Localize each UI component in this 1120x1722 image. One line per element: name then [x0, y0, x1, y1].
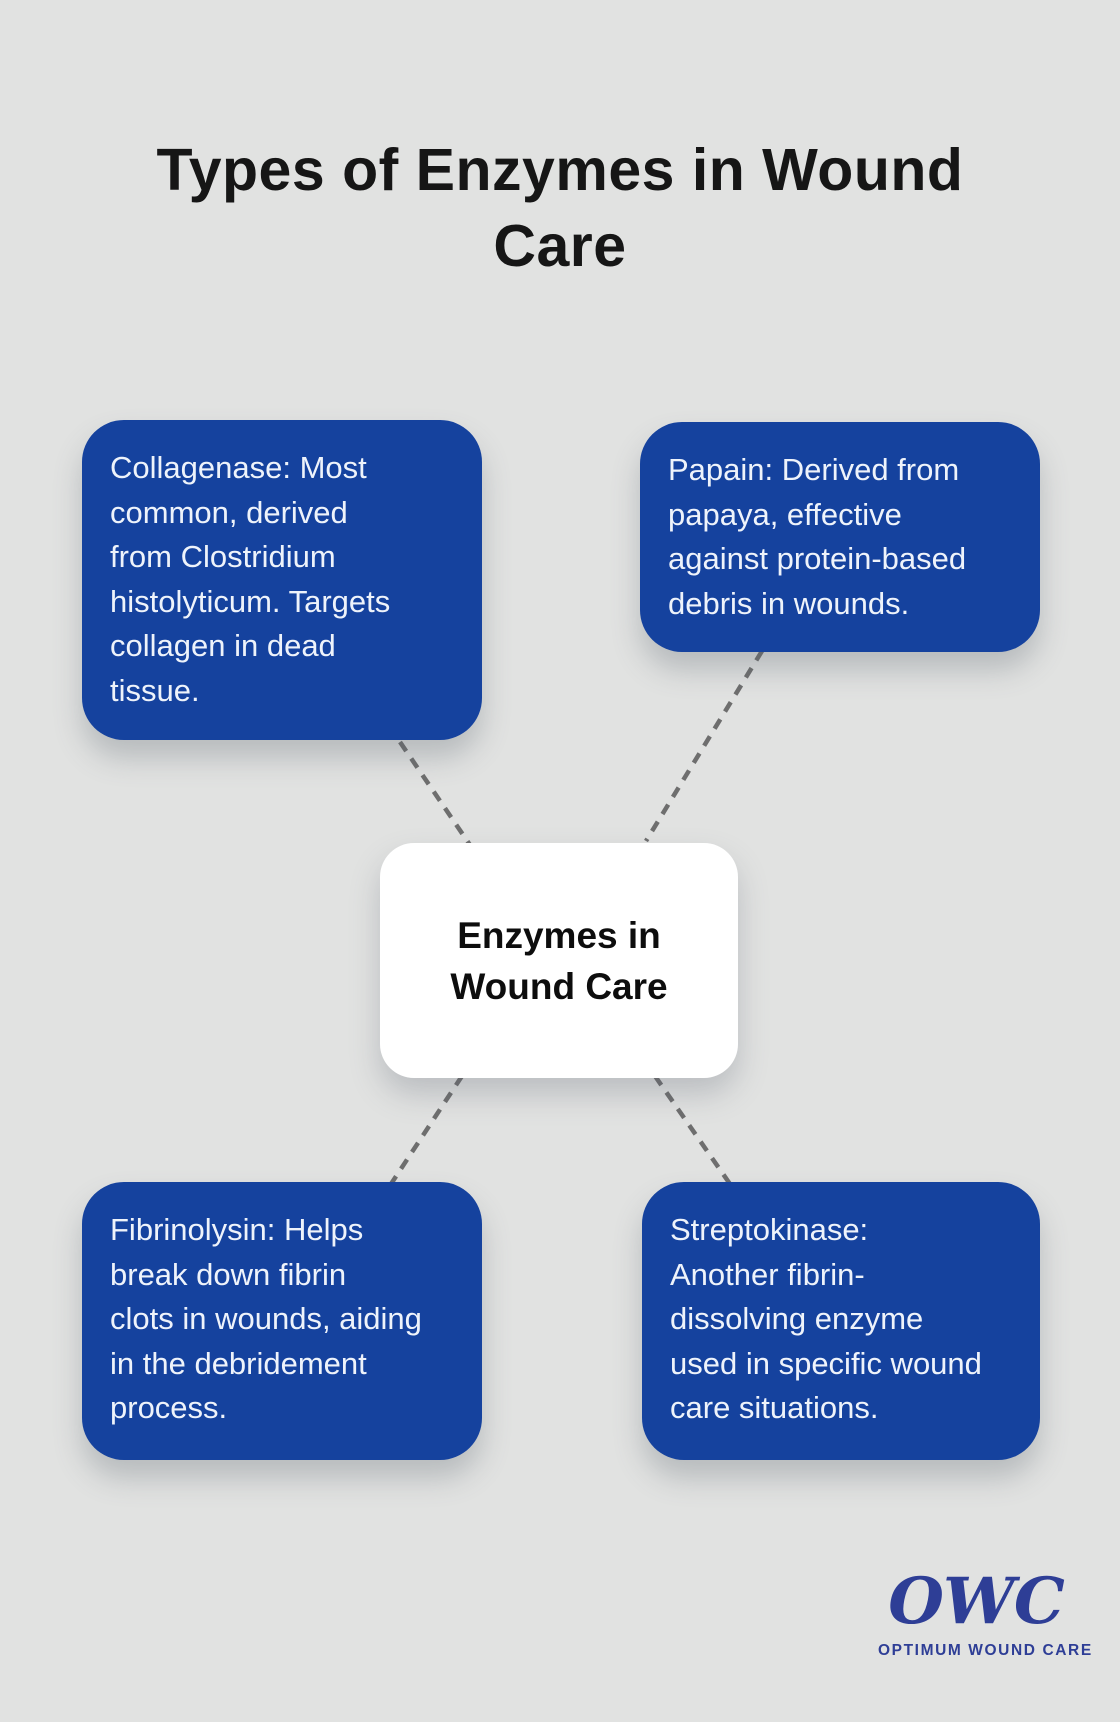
node-collagenase-line: histolyticum. Targets — [110, 583, 391, 619]
node-papain: Papain: Derived from papaya, effective a… — [640, 422, 1040, 652]
connector-top-right — [644, 649, 764, 843]
node-streptokinase: Streptokinase: Another fibrin- dissolvin… — [642, 1182, 1040, 1460]
node-collagenase-line: Collagenase: Most — [110, 450, 367, 485]
center-node-line-2: Wound Care — [450, 965, 668, 1007]
owc-logo-acronym: OWC — [888, 1564, 1065, 1639]
node-streptokinase-line: Streptokinase: — [670, 1212, 869, 1247]
page-title-line-2: Care — [493, 212, 627, 279]
page-title: Types of Enzymes in Wound Care — [0, 132, 1120, 284]
node-streptokinase-line: care situations. — [670, 1390, 879, 1425]
node-collagenase-line: tissue. — [110, 672, 200, 708]
node-fibrinolysin-line: clots in wounds, aiding — [110, 1301, 422, 1336]
node-papain-line: papaya, effective — [668, 496, 902, 532]
node-collagenase-line: from Clostridium — [110, 539, 336, 574]
node-collagenase: Collagenase: Most common, derived from C… — [82, 420, 482, 740]
connector-bottom-left — [389, 1074, 464, 1186]
node-papain-line: against protein-based — [668, 541, 967, 576]
node-collagenase-line: collagen in dead — [110, 628, 336, 663]
node-fibrinolysin-line: break down fibrin — [110, 1256, 347, 1292]
node-fibrinolysin-line: in the debridement — [110, 1345, 367, 1381]
node-collagenase-line: common, derived — [110, 494, 348, 530]
page-title-line-1: Types of Enzymes in Wound — [156, 136, 964, 203]
center-node-line-1: Enzymes in — [457, 914, 661, 956]
node-fibrinolysin-line: Fibrinolysin: Helps — [110, 1212, 364, 1247]
node-papain-line: Papain: Derived from — [668, 452, 960, 487]
owc-logo: OWC OPTIMUM WOUND CARE — [878, 1564, 1093, 1660]
node-streptokinase-line: dissolving enzyme — [670, 1301, 924, 1336]
node-fibrinolysin-line: process. — [110, 1390, 228, 1425]
connector-top-left — [398, 740, 472, 847]
center-node-enzymes-in-wound-care: Enzymes in Wound Care — [380, 843, 738, 1078]
node-papain-line: debris in wounds. — [668, 585, 910, 621]
node-streptokinase-line: Another fibrin- — [670, 1256, 865, 1292]
node-fibrinolysin: Fibrinolysin: Helps break down fibrin cl… — [82, 1182, 482, 1460]
node-streptokinase-line: used in specific wound — [670, 1345, 982, 1381]
connector-bottom-right — [653, 1074, 732, 1186]
owc-logo-name: OPTIMUM WOUND CARE — [878, 1642, 1093, 1659]
